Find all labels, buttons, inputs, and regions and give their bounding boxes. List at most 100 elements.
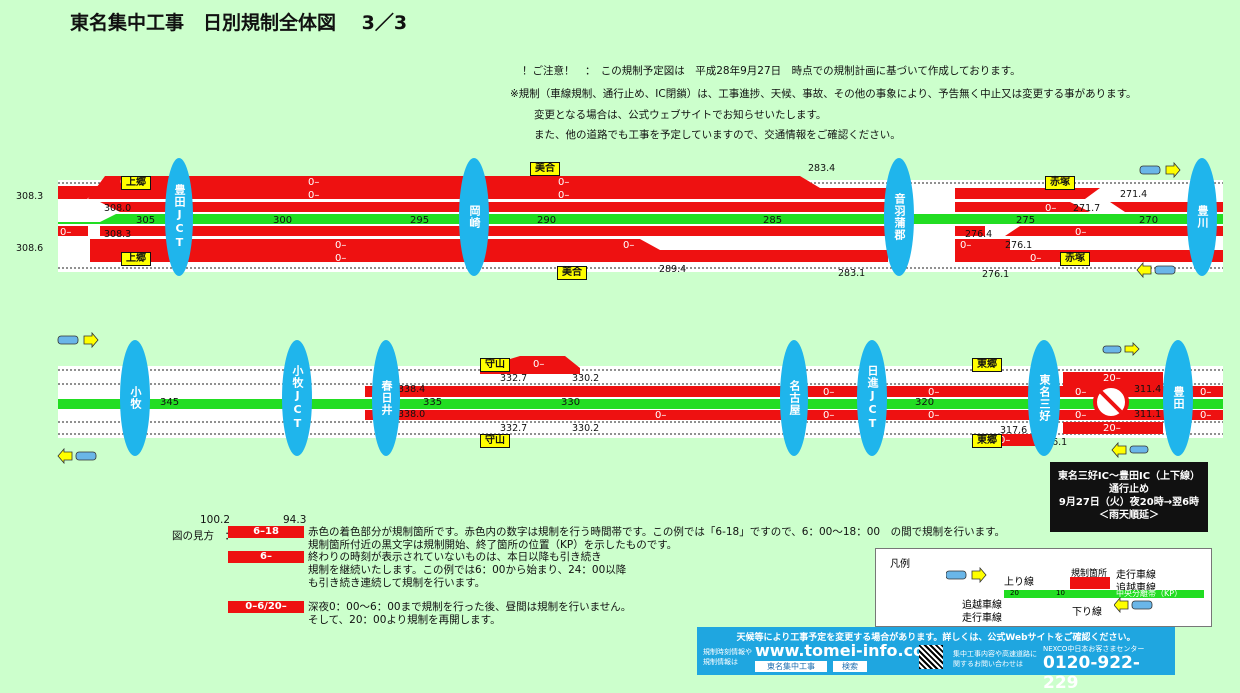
legend-green-swatch [1004, 590, 1204, 598]
place-tag: 上郷 [121, 176, 151, 190]
place-tag: 守山 [480, 358, 510, 372]
banner-mid-1: 集中工事内容や高速道路に [953, 650, 1037, 658]
place-tag: 守山 [480, 434, 510, 448]
car-up-arrow [946, 567, 987, 583]
kp-mark: 276.1 [1005, 240, 1033, 251]
closure-block [955, 188, 1100, 199]
legend-median: 中央分離帯（KP） [1116, 589, 1183, 598]
kp-lane: 285 [763, 215, 783, 226]
closure-block [100, 226, 888, 236]
time-label: 0– [623, 240, 635, 251]
kp-mark: 308.0 [104, 203, 132, 214]
ic-oval-nagoya: 名古屋 [780, 340, 808, 456]
kp-mark: 283.1 [838, 268, 866, 279]
banner-url[interactable]: www.tomei-info.com [755, 641, 941, 660]
banner-search-button[interactable]: 検索 [833, 661, 867, 672]
ic-oval-nisshin-jct: 日進JCT [857, 340, 887, 456]
howto-text-1a: 赤色の着色部分が規制箇所です。赤色内の数字は規制を行う時間帯です。この例では「6… [308, 526, 1006, 538]
ic-oval-toyokawa: 豊川 [1187, 158, 1217, 276]
time-label: 0– [1075, 227, 1087, 238]
time-label: 0– [928, 410, 940, 421]
kp-lane: 290 [537, 215, 557, 226]
notice-line-4: また、他の道路でも工事を予定していますので、交通情報をご確認ください。 [534, 129, 901, 141]
car-down-arrow [1136, 261, 1176, 279]
car-up-arrow [1139, 161, 1181, 179]
kp-lane: 295 [410, 215, 430, 226]
kp-mark: 276.4 [965, 229, 993, 240]
closure-line-2: 通行止め [1109, 484, 1149, 495]
time-label: 0– [308, 177, 320, 188]
howto-kp-a: 100.2 [200, 514, 231, 526]
qr-code-icon [919, 645, 943, 669]
median-strip [58, 399, 1223, 409]
kp-mark: 289.4 [659, 264, 687, 275]
car-up-arrow [57, 331, 99, 349]
howto-text-2b: 規制を継続いたします。この例では6：00から始まり、24：00以降 [308, 564, 627, 576]
time-label: 0– [928, 387, 940, 398]
closure-block [100, 202, 888, 212]
kp-mark: 311.4 [1134, 384, 1162, 395]
ic-oval-tomei-miyoshi: 東名三好 [1028, 340, 1060, 456]
chevron [58, 202, 120, 222]
legend-up: 上り線 [1004, 577, 1034, 588]
howto-text-2a: 終わりの時刻が表示されていないものは、本日以降も引き続き [308, 551, 602, 563]
place-tag: 上郷 [121, 252, 151, 266]
ic-oval-toyota: 豊田 [1163, 340, 1193, 456]
ic-oval-okazaki: 岡崎 [459, 158, 489, 276]
place-tag: 東郷 [972, 434, 1002, 448]
notice-line-2: ※規制（車線規制、通行止め、IC閉鎖）は、工事進捗、天候、事故、その他の事象によ… [510, 88, 1137, 100]
car-down-arrow [57, 447, 97, 465]
time-label: 0– [655, 410, 667, 421]
time-label: 0– [308, 190, 320, 201]
banner-phone: 0120-922-229 [1043, 653, 1140, 693]
kp-lane: 330 [561, 397, 581, 408]
kp-mark: 311.1 [1134, 409, 1162, 420]
legend-passing: 追越車線 [1116, 583, 1156, 594]
howto-text-3b: そして、20：00より規制を再開します。 [308, 614, 501, 626]
howto-text-1b: 規制箇所付近の黒文字は規制開始、終了箇所の位置（KP）を示したものです。 [308, 539, 678, 551]
kp-mark: 276.1 [982, 269, 1010, 280]
kp-mark: 332.7 [500, 423, 528, 434]
closure-block [1005, 226, 1223, 236]
legend-box: 凡例 上り線 規制箇所 走行車線 追越車線 20 10 中央分離帯（KP） 追越… [875, 548, 1212, 627]
time-label: 0– [823, 410, 835, 421]
time-label: 0– [533, 359, 545, 370]
closure-block [88, 176, 888, 199]
upper-road-diagram [58, 161, 1223, 279]
banner-search-word: 東名集中工事 [755, 661, 827, 672]
kp-mark: 308.6 [16, 243, 44, 254]
closure-line-4: ＜雨天順延＞ [1099, 510, 1159, 521]
time-label: 0– [1075, 410, 1087, 421]
kp-mark: 317.6 [1000, 425, 1028, 436]
closure-line-3: 9月27日（火）夜20時→翌6時 [1058, 497, 1200, 508]
page-title: 東名集中工事 日別規制全体図 3／3 [70, 12, 408, 34]
closure-notice: 東名三好IC～豊田IC（上下線） 通行止め 9月27日（火）夜20時→翌6時 ＜… [1050, 462, 1208, 532]
kp-mark: 308.3 [104, 229, 132, 240]
time-label: 0– [558, 190, 570, 201]
no-entry-icon [1093, 384, 1129, 420]
legend-red-swatch [1070, 577, 1110, 589]
kp-lane: 270 [1139, 215, 1159, 226]
kp-mark: 271.4 [1120, 189, 1148, 200]
car-down-arrow [1114, 597, 1153, 613]
place-tag: 美合 [557, 266, 587, 280]
legend-driving-2: 走行車線 [962, 613, 1002, 624]
place-tag: 赤塚 [1045, 176, 1075, 190]
closure-block [955, 226, 985, 236]
ic-oval-toyota-jct: 豊田JCT [165, 158, 193, 276]
closure-block [840, 250, 888, 262]
time-label: 0– [335, 240, 347, 251]
time-label: 0– [1030, 253, 1042, 264]
ic-oval-komaki-jct: 小牧JCT [282, 340, 312, 456]
legend-kp-2: 10 [1056, 589, 1065, 597]
legend-title: 凡例 [890, 559, 910, 570]
closure-block [58, 226, 88, 236]
kp-lane: 275 [1016, 215, 1036, 226]
howto-example-3: 0–6/20– [228, 601, 304, 613]
time-label: 0– [60, 227, 72, 238]
banner-left-2: 規制情報は [703, 658, 738, 666]
closure-block [58, 186, 105, 199]
ic-oval-kasugai: 春日井 [372, 340, 400, 456]
howto-text-2c: も引き続き連続して規制を行います。 [308, 577, 486, 589]
banner-left-1: 規制時刻情報や [703, 648, 752, 656]
